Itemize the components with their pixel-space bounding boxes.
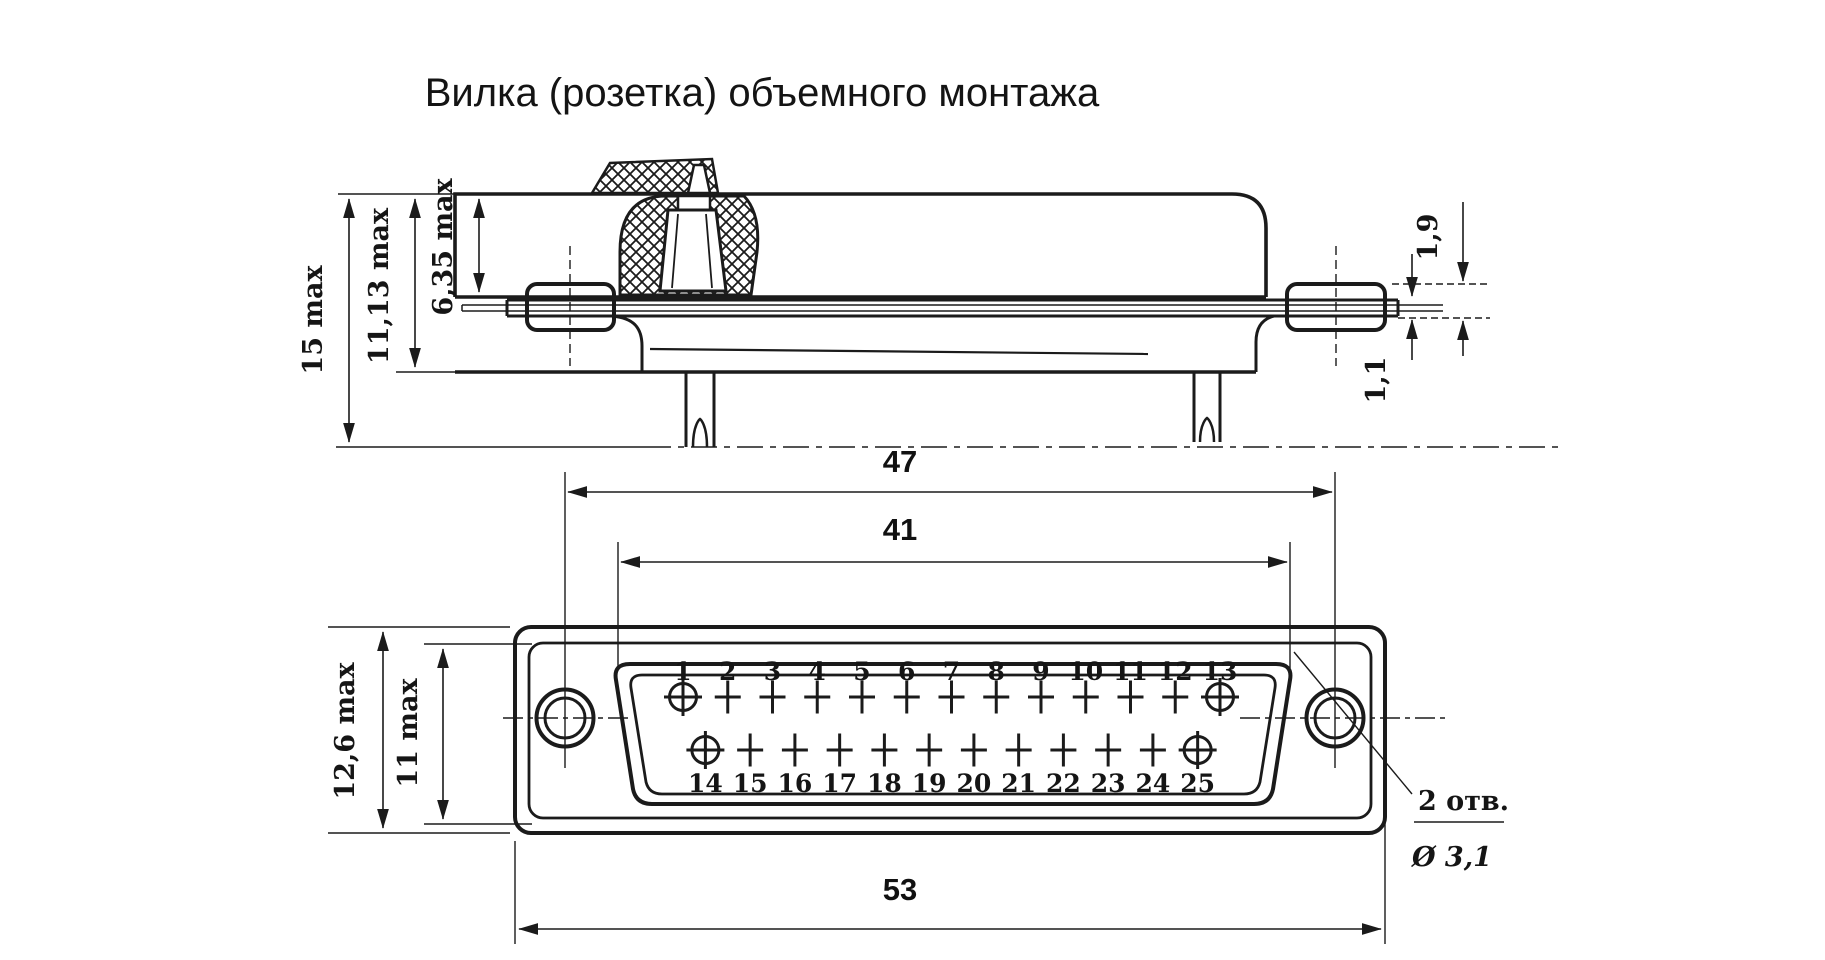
dim-53: 53 bbox=[514, 758, 1386, 944]
pin-5-number: 5 bbox=[853, 657, 870, 686]
side-view: 15 max 11,13 max 6,35 max 1,9 1,1 bbox=[298, 157, 1560, 448]
pin-3-number: 3 bbox=[764, 657, 781, 686]
dim-6-35-max: 6,35 max bbox=[428, 177, 485, 316]
mounting-holes bbox=[503, 651, 1450, 795]
dim-41-label: 41 bbox=[883, 512, 917, 547]
pin-6-number: 6 bbox=[898, 657, 915, 686]
pin-12: 12 bbox=[1158, 657, 1193, 714]
pin-1: 1 bbox=[664, 657, 702, 716]
pin-3: 3 bbox=[759, 657, 786, 714]
pin-9-number: 9 bbox=[1032, 657, 1049, 686]
pin-8-number: 8 bbox=[988, 657, 1005, 686]
cable-grommet bbox=[589, 157, 760, 297]
pin-10: 10 bbox=[1068, 657, 1103, 714]
pin-15: 15 bbox=[733, 733, 768, 798]
dim-1-9: 1,9 bbox=[1392, 202, 1490, 356]
pin-11-number: 11 bbox=[1113, 657, 1148, 686]
dim-1-1: 1,1 bbox=[1361, 254, 1418, 404]
pin-25: 25 bbox=[1178, 731, 1217, 798]
holes-count-label: 2 отв. bbox=[1418, 786, 1509, 817]
pin-22: 22 bbox=[1046, 733, 1081, 798]
pin-18: 18 bbox=[867, 733, 902, 798]
dim-53-label: 53 bbox=[883, 872, 917, 907]
holes-leader-line bbox=[1293, 651, 1413, 795]
pin-25-number: 25 bbox=[1180, 769, 1215, 798]
solder-contacts bbox=[684, 373, 1222, 448]
pin-18-number: 18 bbox=[867, 769, 902, 798]
pin-14-number: 14 bbox=[688, 769, 723, 798]
pin-6: 6 bbox=[893, 657, 920, 714]
pin-10-number: 10 bbox=[1068, 657, 1103, 686]
lower-shell bbox=[455, 314, 1275, 374]
pin-1-number: 1 bbox=[674, 657, 691, 686]
pin-8: 8 bbox=[983, 657, 1010, 714]
dim-11-13-max-label: 11,13 max bbox=[364, 207, 395, 364]
dim-47: 47 bbox=[564, 444, 1336, 768]
dim-11-13-max: 11,13 max bbox=[364, 198, 460, 373]
dim-41: 41 bbox=[617, 512, 1291, 668]
pin-23-number: 23 bbox=[1091, 769, 1126, 798]
pin-14: 14 bbox=[686, 731, 725, 798]
pin-7: 7 bbox=[938, 657, 965, 714]
dim-12-6-max-label: 12,6 max bbox=[330, 661, 361, 799]
pin-22-number: 22 bbox=[1046, 769, 1081, 798]
dim-15-max: 15 max bbox=[298, 198, 355, 443]
pin-16: 16 bbox=[778, 733, 813, 798]
connector-hood bbox=[338, 192, 1268, 299]
pin-20: 20 bbox=[957, 733, 992, 798]
dim-11-max: 11 max bbox=[393, 643, 532, 825]
d-insert bbox=[613, 662, 1293, 806]
pin-13: 13 bbox=[1201, 657, 1239, 716]
pin-17: 17 bbox=[822, 733, 857, 798]
pin-17-number: 17 bbox=[822, 769, 857, 798]
pin-24: 24 bbox=[1136, 733, 1171, 798]
pin-19: 19 bbox=[912, 733, 947, 798]
pin-19-number: 19 bbox=[912, 769, 947, 798]
dim-47-label: 47 bbox=[883, 444, 917, 479]
pin-2: 2 bbox=[714, 657, 741, 714]
clamp-tabs bbox=[525, 246, 1387, 366]
pin-4: 4 bbox=[804, 657, 831, 714]
pin-2-number: 2 bbox=[719, 657, 736, 686]
pin-23: 23 bbox=[1091, 733, 1126, 798]
pin-11: 11 bbox=[1113, 657, 1148, 714]
pin-20-number: 20 bbox=[957, 769, 992, 798]
dim-12-6-max: 12,6 max bbox=[328, 626, 510, 834]
board-edge bbox=[461, 298, 1443, 318]
dim-1-1-label: 1,1 bbox=[1361, 357, 1392, 404]
pin-12-number: 12 bbox=[1158, 657, 1193, 686]
dim-15-max-label: 15 max bbox=[298, 265, 329, 375]
page-title: Вилка (розетка) объемного монтажа bbox=[425, 71, 1100, 115]
pin-4-number: 4 bbox=[809, 657, 826, 686]
dim-1-9-label: 1,9 bbox=[1413, 214, 1444, 261]
holes-diameter-label: Ø 3,1 bbox=[1411, 842, 1492, 873]
pin-5: 5 bbox=[849, 657, 875, 714]
pin-16-number: 16 bbox=[778, 769, 813, 798]
holes-note: 2 отв. Ø 3,1 bbox=[1411, 786, 1509, 873]
pin-21: 21 bbox=[1001, 733, 1036, 798]
front-body bbox=[513, 625, 1387, 835]
dim-11-max-label: 11 max bbox=[393, 678, 424, 788]
pin-24-number: 24 bbox=[1136, 769, 1171, 798]
pin-15-number: 15 bbox=[733, 769, 768, 798]
pin-21-number: 21 bbox=[1001, 769, 1036, 798]
pin-7-number: 7 bbox=[943, 657, 960, 686]
pin-13-number: 13 bbox=[1203, 657, 1238, 686]
dim-6-35-max-label: 6,35 max bbox=[428, 177, 459, 315]
pin-9: 9 bbox=[1028, 657, 1054, 714]
